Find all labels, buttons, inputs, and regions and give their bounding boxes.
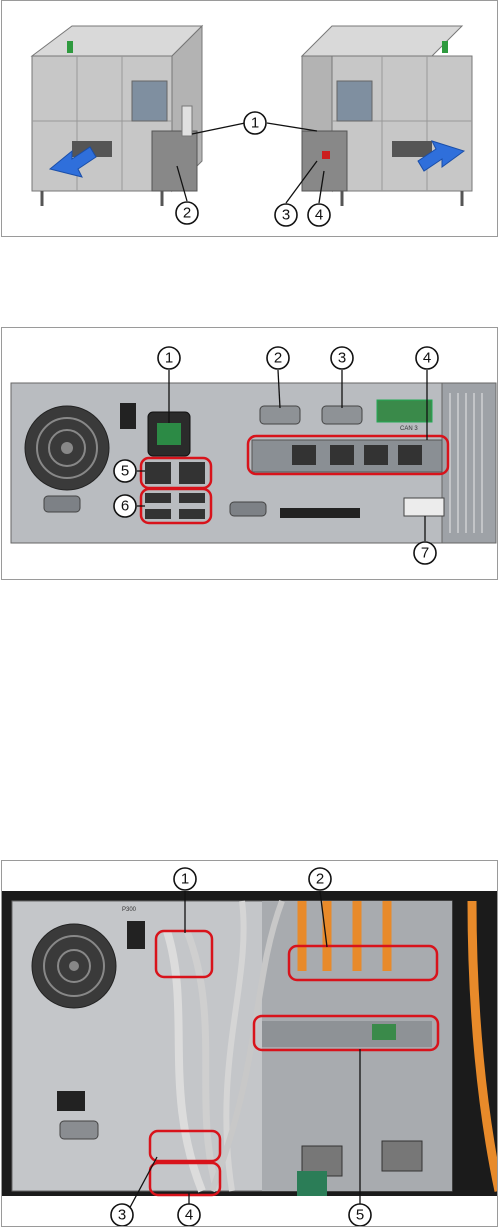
usb-port xyxy=(145,493,171,503)
callout-number: 4 xyxy=(423,350,431,367)
callout-marker: 1 xyxy=(158,347,180,369)
machine-left xyxy=(32,26,202,206)
callout-number: 3 xyxy=(282,207,290,224)
ethernet-port xyxy=(398,445,422,465)
callout-marker: 4 xyxy=(308,204,330,226)
callout-marker: 4 xyxy=(178,1204,200,1226)
figure-pc-rear-panel: CAN 3 1 2 xyxy=(1,327,498,580)
ethernet-port xyxy=(330,445,354,465)
callout-marker: 2 xyxy=(309,868,331,890)
callout-number: 7 xyxy=(421,545,429,562)
fan-icon xyxy=(32,924,116,1008)
callout-number: 2 xyxy=(316,871,324,888)
callout-number: 4 xyxy=(185,1207,193,1224)
callout-marker: 1 xyxy=(244,112,266,134)
callout-number: 1 xyxy=(181,871,189,888)
machine-right xyxy=(302,26,472,206)
ethernet-port xyxy=(364,445,388,465)
callout-marker: 5 xyxy=(114,460,136,482)
callout-number: 1 xyxy=(251,115,259,132)
callout-marker: 2 xyxy=(267,347,289,369)
callout-number: 5 xyxy=(121,463,129,480)
pc-rear-panel-illustration: CAN 3 1 2 xyxy=(2,328,498,580)
callout-marker: 3 xyxy=(275,204,297,226)
callout-marker: 6 xyxy=(114,495,136,517)
callout-number: 3 xyxy=(338,350,346,367)
callout-number: 2 xyxy=(183,205,191,222)
callout-marker: 5 xyxy=(349,1204,371,1226)
callout-marker: 2 xyxy=(176,202,198,224)
power-switch xyxy=(127,921,145,949)
callout-number: 6 xyxy=(121,498,129,515)
figure-pc-rear-cabled: P300 1 xyxy=(1,860,498,1227)
callout-marker: 4 xyxy=(416,347,438,369)
callout-number: 5 xyxy=(356,1207,364,1224)
callout-marker: 3 xyxy=(111,1204,133,1226)
lan-port xyxy=(145,462,171,484)
ethernet-port xyxy=(292,445,316,465)
fan-icon xyxy=(25,406,109,490)
power-switch xyxy=(120,403,136,429)
callout-number: 2 xyxy=(274,350,282,367)
machine-overview-illustration: 1 2 3 4 xyxy=(2,1,498,237)
lan-port xyxy=(179,462,205,484)
figure-machine-overview: 1 2 3 4 xyxy=(1,0,498,237)
callout-marker: 7 xyxy=(414,542,436,564)
callout-number: 3 xyxy=(118,1207,126,1224)
pc-rear-cabled-photo: P300 1 xyxy=(2,861,498,1227)
callout-marker: 3 xyxy=(331,347,353,369)
serial-port xyxy=(260,406,300,424)
panel-label: P300 xyxy=(122,907,137,913)
dvi-port xyxy=(404,498,444,516)
usb-port xyxy=(145,509,171,519)
callout-number: 1 xyxy=(165,350,173,367)
callout-number: 4 xyxy=(315,207,323,224)
usb-port xyxy=(179,493,205,503)
usb-port xyxy=(179,509,205,519)
panel-label: CAN 3 xyxy=(400,426,418,432)
serial-port xyxy=(322,406,362,424)
callout-marker: 1 xyxy=(174,868,196,890)
